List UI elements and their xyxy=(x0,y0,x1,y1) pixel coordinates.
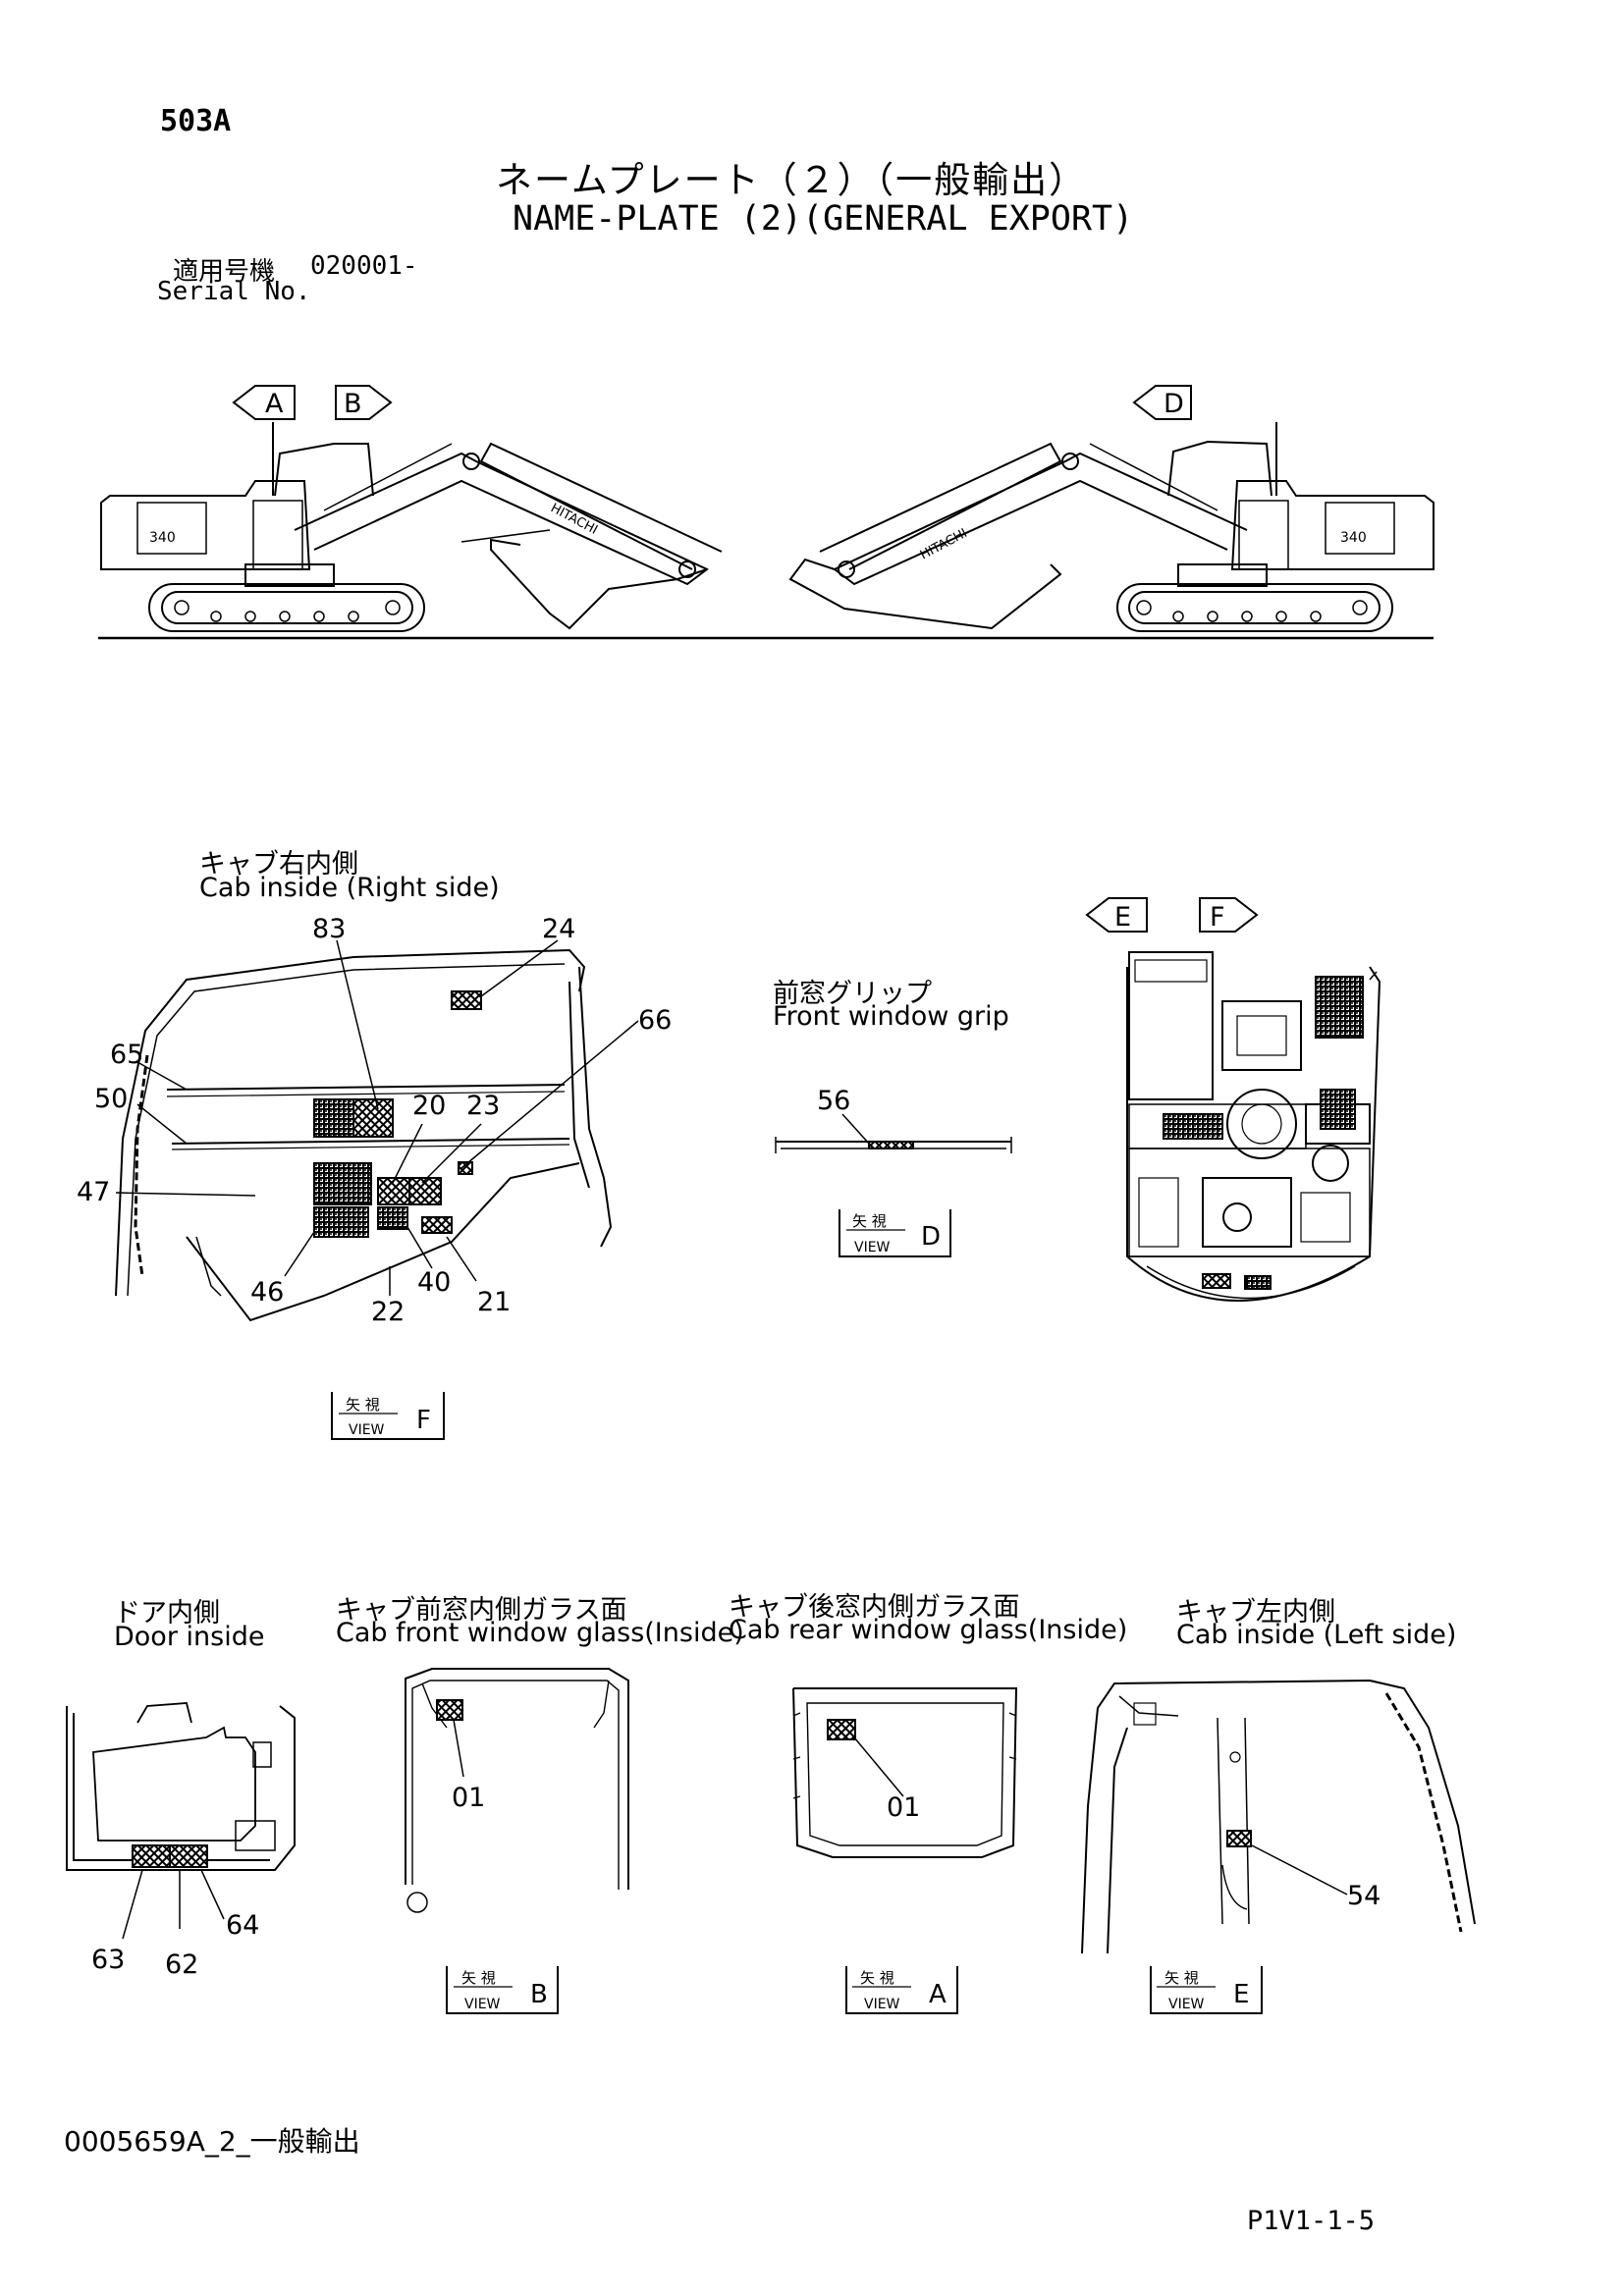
svg-text:VIEW: VIEW xyxy=(349,1422,385,1438)
svg-text:63: 63 xyxy=(91,1945,125,1975)
serial-label-english: Serial No. xyxy=(157,277,311,306)
cab-left-title-en: Cab inside (Left side) xyxy=(1176,1620,1457,1650)
svg-text:24: 24 xyxy=(542,914,575,944)
svg-text:VIEW: VIEW xyxy=(854,1240,891,1255)
title-japanese: ネームプレート（２）（一般輸出） xyxy=(496,159,1088,201)
machine-top-view-diagram: E F xyxy=(1085,897,1381,1302)
front-grip-title-en: Front window grip xyxy=(773,1001,1009,1032)
svg-text:VIEW: VIEW xyxy=(464,1997,501,2012)
page-reference: P1V1-1-5 xyxy=(1247,2206,1376,2236)
grip-callout: 56 xyxy=(817,1086,850,1116)
page-code: 503A xyxy=(160,104,232,138)
svg-text:54: 54 xyxy=(1347,1881,1380,1911)
svg-text:VIEW: VIEW xyxy=(1168,1997,1205,2012)
cab-right-side-diagram: 83 24 66 65 50 20 23 47 46 22 40 21 xyxy=(77,914,672,1327)
svg-text:46: 46 xyxy=(250,1277,284,1308)
svg-text:A: A xyxy=(929,1980,947,2009)
svg-text:F: F xyxy=(416,1406,431,1435)
svg-text:矢 視: 矢 視 xyxy=(461,1969,496,1987)
serial-label-japanese: 適用号機 xyxy=(173,257,276,287)
view-box-b: 矢 視 VIEW B xyxy=(446,1966,559,2014)
svg-text:340: 340 xyxy=(1340,530,1367,546)
door-inside-title-jp: ドア内側 xyxy=(114,1598,220,1629)
cab-rear-glass-title-en: Cab rear window glass(Inside) xyxy=(729,1615,1128,1645)
svg-text:01: 01 xyxy=(887,1792,920,1823)
svg-text:340: 340 xyxy=(149,530,176,546)
cab-front-glass-diagram: 01 xyxy=(405,1668,629,1913)
svg-text:A: A xyxy=(265,389,284,419)
cab-rear-glass-title-jp: キャブ後窓内側ガラス面 xyxy=(729,1592,1020,1623)
svg-text:E: E xyxy=(1233,1980,1249,2009)
cab-front-glass-title-en: Cab front window glass(Inside) xyxy=(336,1618,744,1648)
door-inside-diagram: 64 63 62 xyxy=(66,1702,296,1980)
view-arrow-e: E xyxy=(1085,897,1148,933)
cab-front-glass-title-jp: キャブ前窓内側ガラス面 xyxy=(336,1595,627,1626)
svg-text:21: 21 xyxy=(477,1287,511,1317)
svg-text:01: 01 xyxy=(452,1783,485,1813)
svg-text:矢 視: 矢 視 xyxy=(852,1212,887,1230)
svg-text:65: 65 xyxy=(110,1040,143,1070)
svg-text:40: 40 xyxy=(417,1267,451,1298)
svg-text:矢 視: 矢 視 xyxy=(346,1396,380,1414)
svg-text:VIEW: VIEW xyxy=(864,1997,900,2012)
excavator-right-view: 340 HITACHI D xyxy=(788,385,1435,632)
cab-left-title-jp: キャブ左内側 xyxy=(1176,1597,1335,1628)
front-window-grip-diagram: 56 xyxy=(775,1086,1012,1153)
svg-text:F: F xyxy=(1210,902,1225,933)
svg-text:HITACHI: HITACHI xyxy=(918,526,970,563)
svg-text:62: 62 xyxy=(165,1949,198,1980)
svg-text:23: 23 xyxy=(466,1091,500,1121)
svg-text:B: B xyxy=(344,389,362,419)
svg-text:47: 47 xyxy=(77,1177,110,1207)
door-inside-title-en: Door inside xyxy=(114,1622,265,1652)
serial-value: 020001- xyxy=(310,251,418,281)
svg-text:20: 20 xyxy=(412,1091,446,1121)
cab-right-title-jp: キャブ右内側 xyxy=(199,849,358,880)
svg-text:D: D xyxy=(921,1222,941,1252)
view-box-d: 矢 視 VIEW D xyxy=(839,1209,951,1257)
view-arrow-a: A xyxy=(232,385,296,420)
cab-left-side-diagram: 54 xyxy=(1081,1679,1476,1954)
view-box-f: 矢 視 VIEW F xyxy=(331,1392,445,1440)
svg-text:22: 22 xyxy=(371,1297,405,1327)
view-box-a: 矢 視 VIEW A xyxy=(845,1966,958,2014)
svg-text:B: B xyxy=(530,1980,548,2009)
front-grip-title-jp: 前窓グリップ xyxy=(773,979,932,1009)
cab-rear-glass-diagram: 01 xyxy=(792,1687,1018,1858)
svg-text:83: 83 xyxy=(312,914,346,944)
svg-text:E: E xyxy=(1114,902,1131,933)
view-arrow-b: B xyxy=(335,385,393,420)
excavator-left-view: 340 HITACHI A B xyxy=(100,385,723,632)
svg-text:D: D xyxy=(1164,389,1184,419)
title-english: NAME-PLATE (2)(GENERAL EXPORT) xyxy=(513,199,1134,239)
svg-text:矢 視: 矢 視 xyxy=(1164,1969,1199,1987)
svg-text:矢 視: 矢 視 xyxy=(860,1969,894,1987)
view-arrow-d: D xyxy=(1132,385,1192,420)
view-arrow-f: F xyxy=(1199,897,1259,933)
svg-text:50: 50 xyxy=(94,1084,128,1114)
cab-right-title-en: Cab inside (Right side) xyxy=(199,873,500,903)
svg-text:64: 64 xyxy=(226,1910,259,1941)
document-id: 0005659A_2_一般輸出 xyxy=(64,2125,360,2158)
svg-text:66: 66 xyxy=(638,1005,672,1036)
view-box-e: 矢 視 VIEW E xyxy=(1150,1966,1263,2014)
